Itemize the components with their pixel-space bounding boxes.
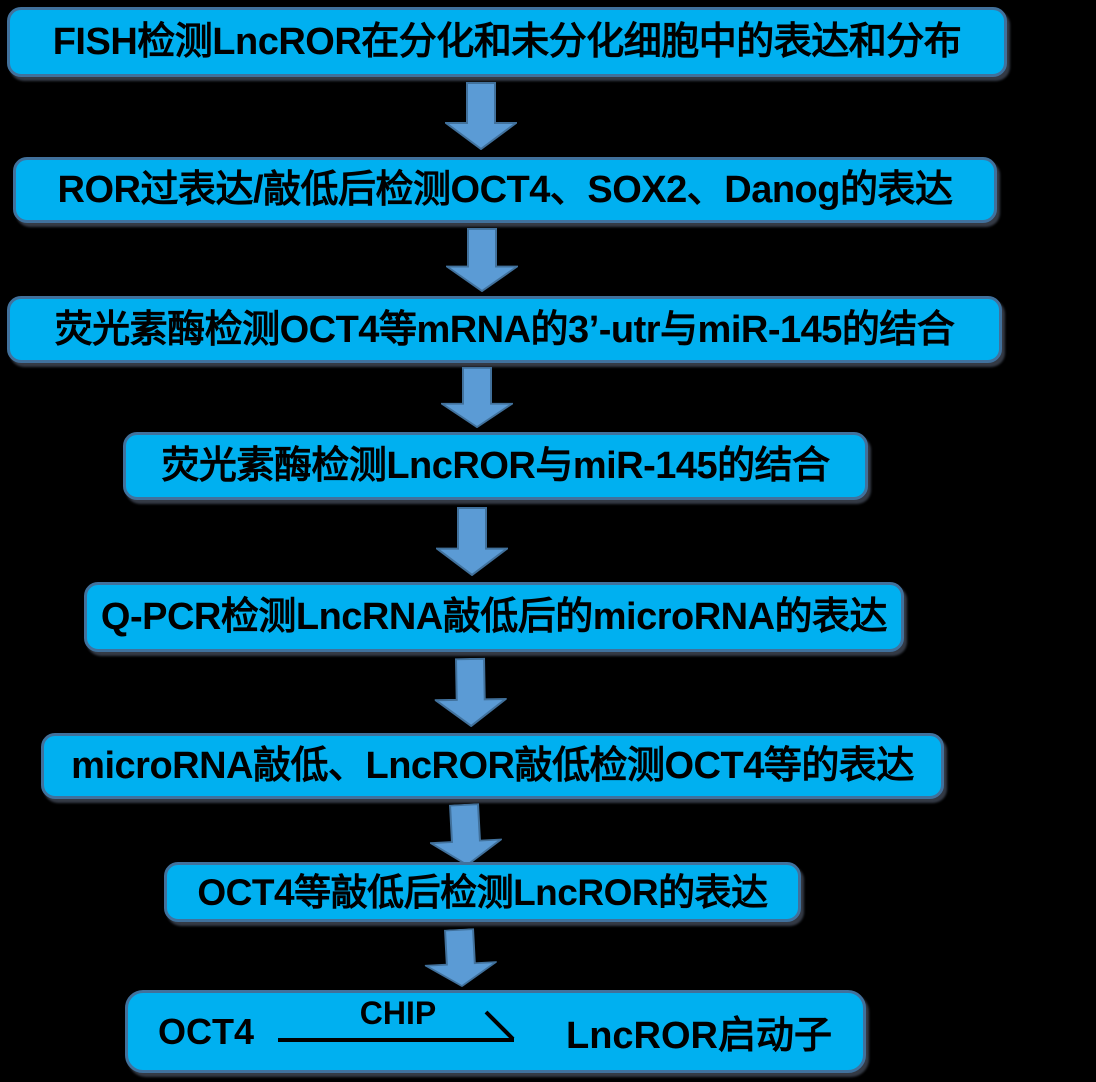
down-arrow-icon-1 — [445, 82, 517, 150]
flow-step-7-label: OCT4等敲低后检测LncROR的表达 — [197, 871, 768, 913]
down-arrow-icon-2 — [446, 228, 518, 292]
down-arrow-icon-5 — [434, 657, 508, 728]
flow-step-1-label: FISH检测LncROR在分化和未分化细胞中的表达和分布 — [52, 21, 962, 63]
flow-step-1: FISH检测LncROR在分化和未分化细胞中的表达和分布 — [7, 7, 1007, 77]
flow-step-6-label: microRNA敲低、LncROR敲低检测OCT4等的表达 — [71, 745, 914, 787]
flow-step-3-label: 荧光素酶检测OCT4等mRNA的3’-utr与miR-145的结合 — [54, 308, 955, 351]
chip-arrow-icon — [278, 1010, 515, 1042]
flow-step-2: ROR过表达/敲低后检测OCT4、SOX2、Danog的表达 — [13, 157, 997, 223]
flow-step-5-label: Q-PCR检测LncRNA敲低后的microRNA的表达 — [100, 596, 888, 638]
flow-step-4: 荧光素酶检测LncROR与miR-145的结合 — [123, 432, 868, 500]
down-arrow-icon-4 — [436, 507, 508, 576]
flow-step-8-right-label: LncROR启动子 — [566, 1015, 833, 1057]
flow-step-8: OCT4 CHIP LncROR启动子 — [125, 990, 866, 1073]
down-arrow-icon-7 — [423, 927, 498, 989]
flow-step-7: OCT4等敲低后检测LncROR的表达 — [164, 862, 801, 922]
flow-step-4-label: 荧光素酶检测LncROR与miR-145的结合 — [161, 445, 830, 487]
flow-step-3: 荧光素酶检测OCT4等mRNA的3’-utr与miR-145的结合 — [7, 296, 1002, 363]
down-arrow-icon-3 — [441, 367, 513, 428]
flow-step-2-label: ROR过表达/敲低后检测OCT4、SOX2、Danog的表达 — [57, 169, 953, 211]
flow-step-6: microRNA敲低、LncROR敲低检测OCT4等的表达 — [41, 733, 944, 799]
down-arrow-icon-6 — [428, 802, 504, 868]
flow-step-8-left-label: OCT4 — [158, 1010, 255, 1052]
chip-arrow-label: CHIP — [359, 995, 437, 1031]
flow-step-5: Q-PCR检测LncRNA敲低后的microRNA的表达 — [84, 582, 904, 652]
